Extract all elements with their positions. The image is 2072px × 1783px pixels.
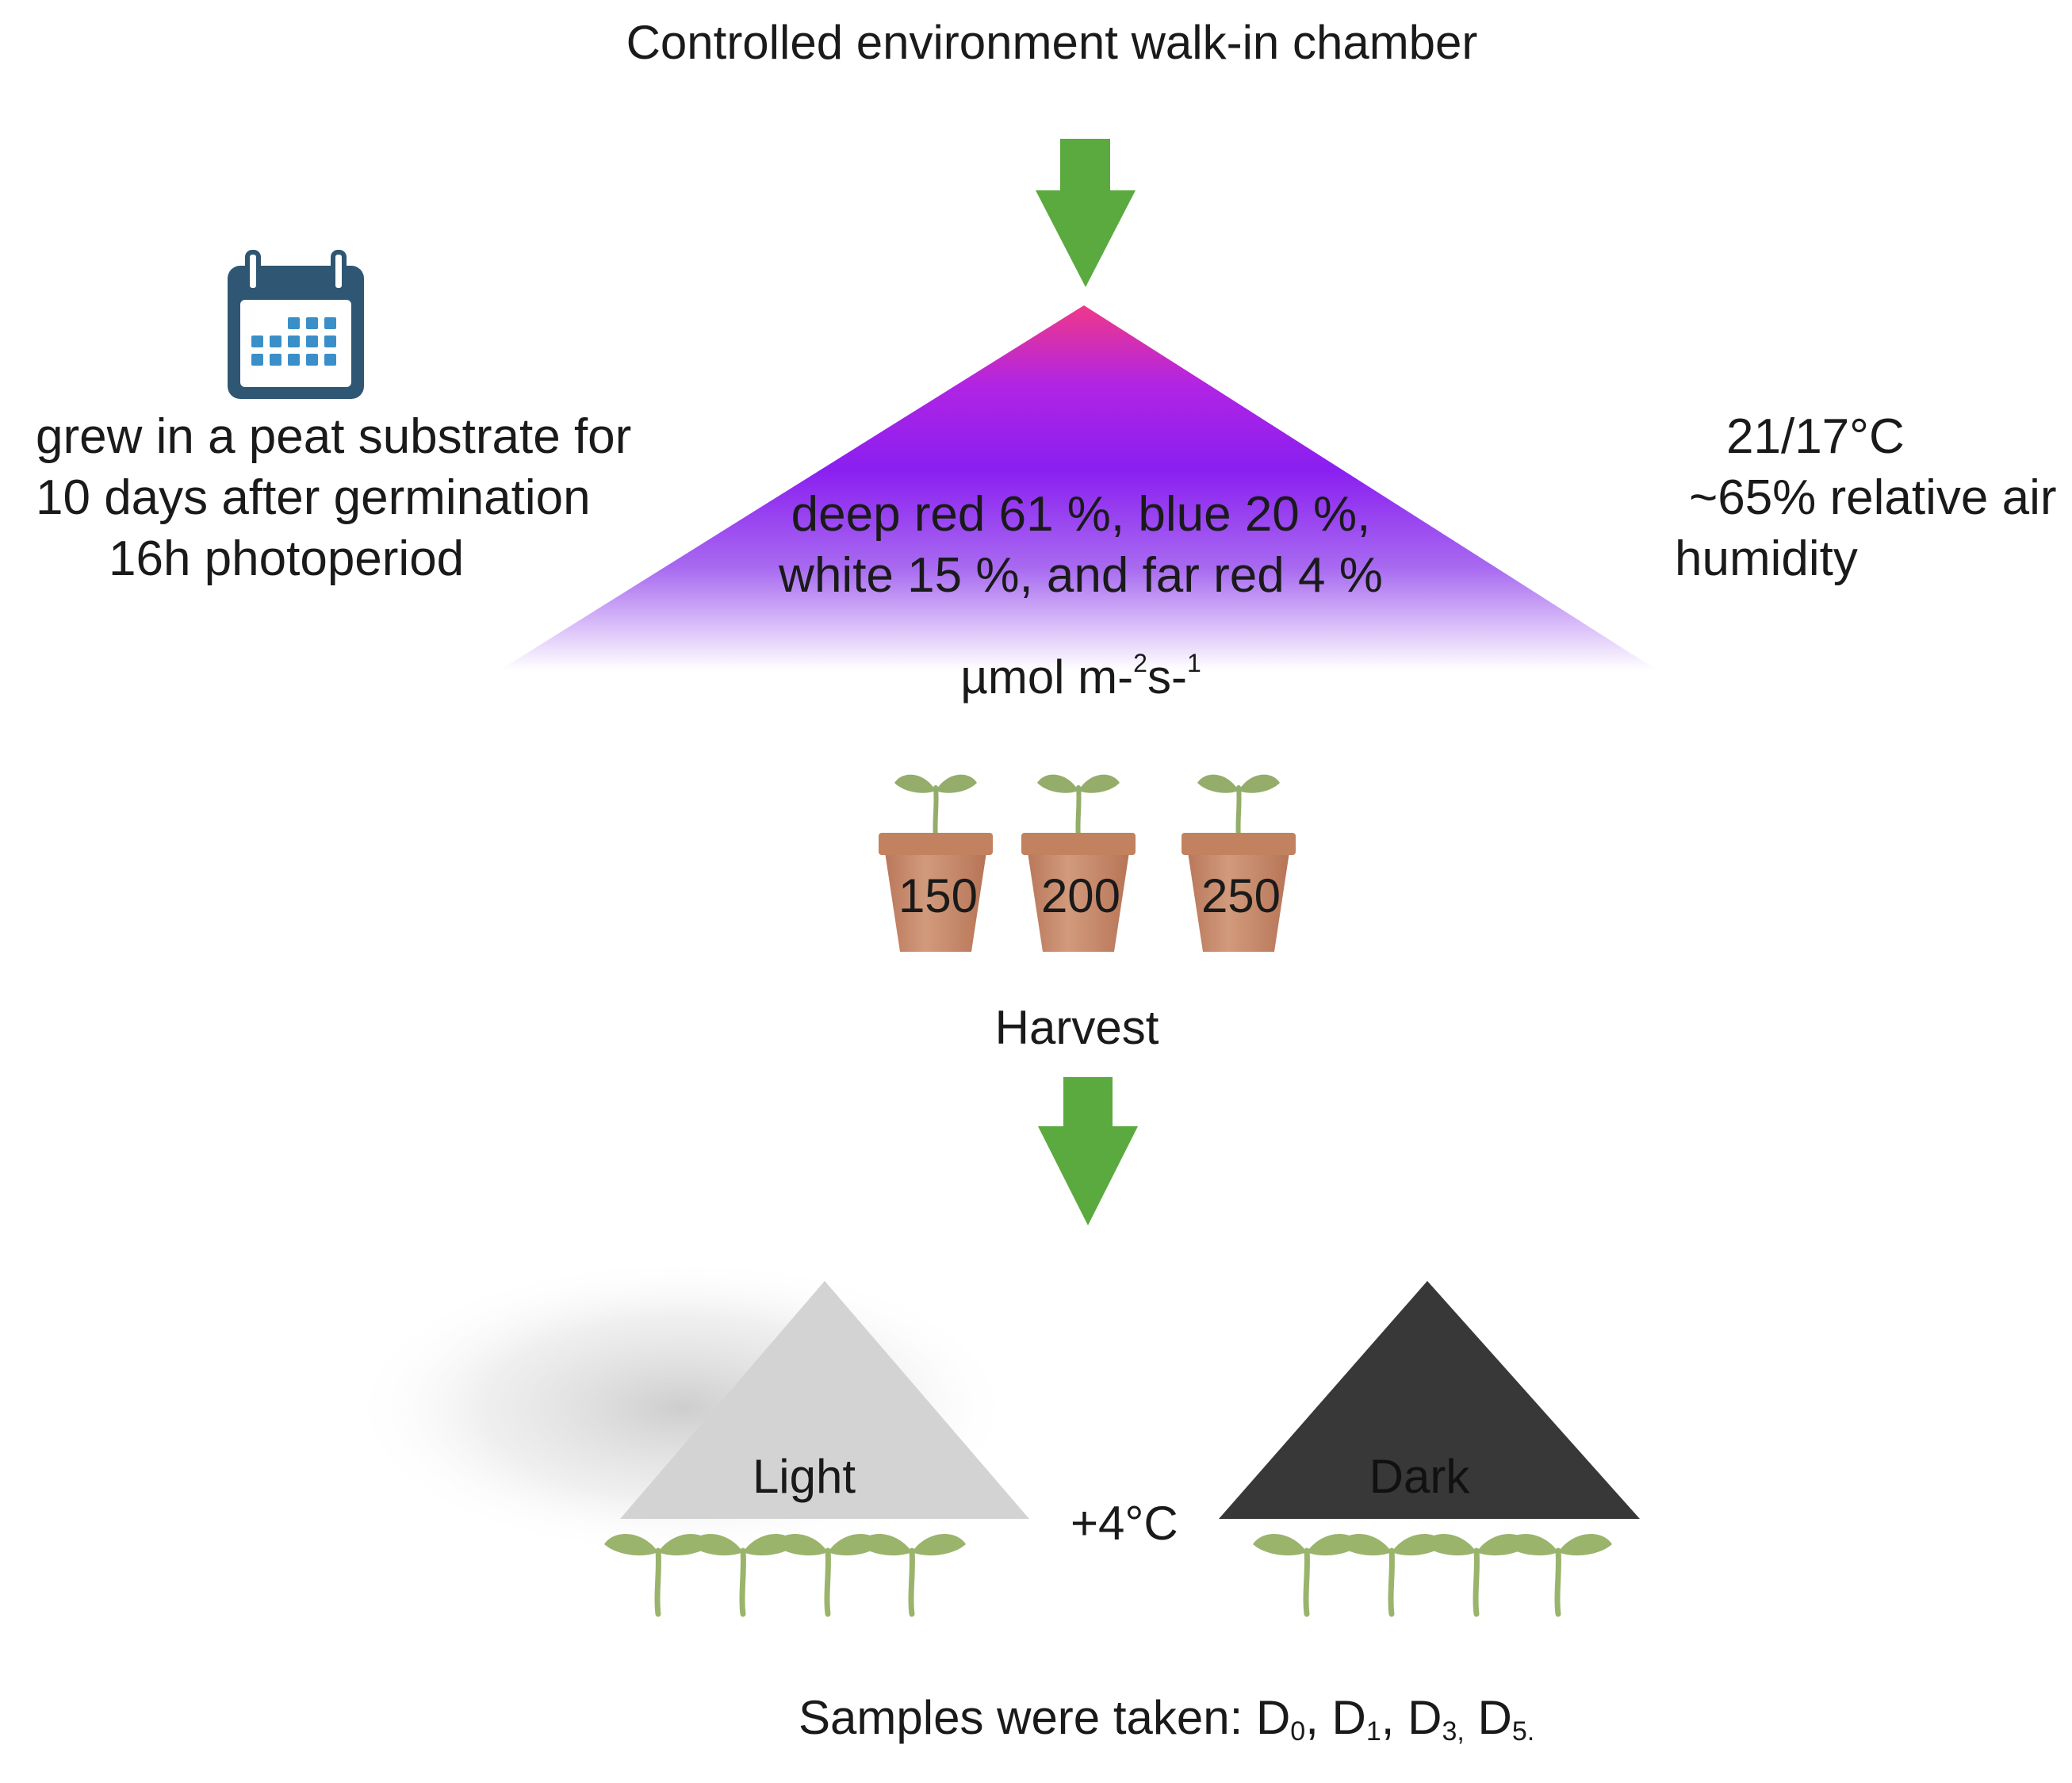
- pot-icon-200: [1021, 775, 1136, 952]
- growth-line-2: 10 days after germination: [36, 470, 591, 525]
- day-1: 1: [1365, 1716, 1381, 1747]
- pot-label-200: 200: [1040, 869, 1121, 922]
- storage-temperature: +4°C: [1070, 1497, 1178, 1550]
- dark-triangle: [1219, 1281, 1640, 1519]
- seedling-icon: [858, 1534, 966, 1614]
- light-spectrum: deep red 61 %, blue 20 %, white 15 %, an…: [0, 484, 2072, 606]
- chamber-title: Controlled environment walk-in chamber: [626, 16, 1478, 69]
- climate-conditions: 21/17°C ~65% relative air humidity: [1675, 406, 2071, 589]
- samples-sep-3: D: [1464, 1691, 1512, 1744]
- samples-sep-1: , D: [1305, 1691, 1366, 1744]
- sampling-days: Samples were taken: D0, D1, D3, D5.: [799, 1689, 1534, 1747]
- pot-label-250: 250: [1201, 869, 1281, 922]
- climate-line-3: humidity: [1675, 531, 1858, 586]
- climate-line-2: ~65% relative air: [1689, 470, 2057, 525]
- seedling-row-dark: [1253, 1534, 1612, 1614]
- pot-icon-150: [879, 775, 993, 952]
- pot-label-150: 150: [898, 869, 979, 922]
- day-3: 3,: [1442, 1716, 1465, 1747]
- unit-exp-1: 2: [1133, 649, 1147, 677]
- growth-conditions: grew in a peat substrate for 10 days aft…: [36, 406, 654, 589]
- harvest-label: Harvest: [994, 1001, 1159, 1054]
- growth-line-1: grew in a peat substrate for: [36, 409, 632, 464]
- intensity-unit: µmol m-2s-1: [0, 649, 2072, 706]
- unit-base: µmol m-: [960, 650, 1134, 704]
- spectrum-line-1: deep red 61 %, blue 20 %,: [791, 487, 1371, 542]
- seedling-icon: [1504, 1534, 1612, 1614]
- climate-line-1: 21/17°C: [1726, 409, 1905, 464]
- calendar-icon: [228, 250, 364, 399]
- samples-sep-2: , D: [1381, 1691, 1442, 1744]
- samples-prefix: Samples were taken: D: [799, 1691, 1291, 1744]
- unit-exp-2: 1: [1186, 649, 1201, 677]
- down-arrow-icon: [1036, 139, 1136, 287]
- pot-icon-250: [1182, 775, 1296, 952]
- light-label: Light: [752, 1450, 856, 1503]
- unit-mid: s-: [1147, 650, 1187, 704]
- light-triangle: [620, 1281, 1029, 1519]
- down-arrow-icon-2: [1038, 1077, 1138, 1225]
- growth-line-3: 16h photoperiod: [109, 531, 465, 586]
- day-5: 5.: [1511, 1716, 1535, 1747]
- spectrum-line-2: white 15 %, and far red 4 %: [779, 548, 1383, 603]
- day-0: 0: [1290, 1716, 1306, 1747]
- dark-label: Dark: [1369, 1450, 1470, 1503]
- grow-light-triangle: [500, 305, 1657, 670]
